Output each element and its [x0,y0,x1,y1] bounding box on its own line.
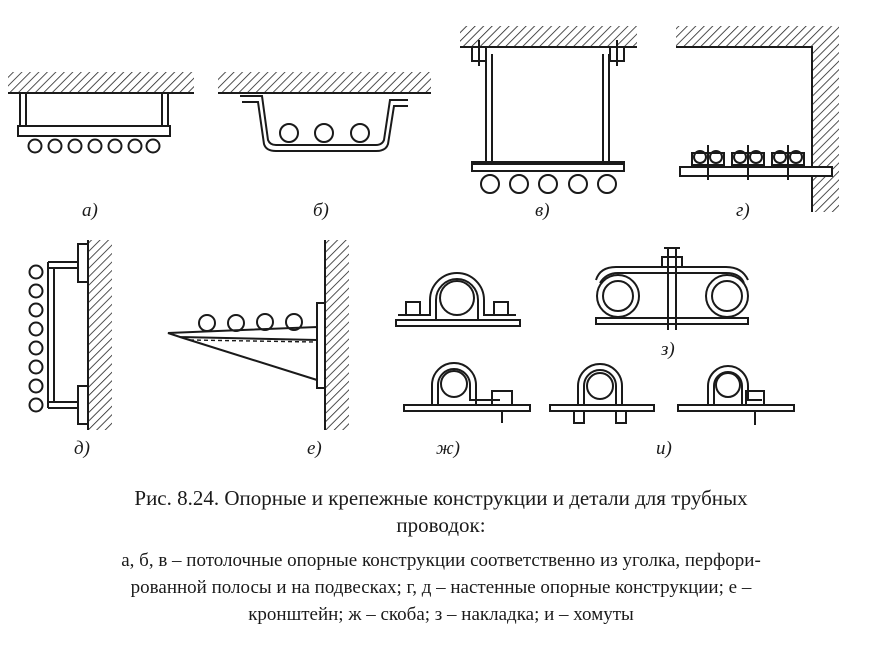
panel-a-pipes [27,138,161,154]
panel-label-i: и) [656,438,672,459]
figure-caption-title: Рис. 8.24. Опорные и крепежные конструкц… [0,485,882,539]
panel-d-pipes [28,264,44,413]
caption-title-line-1: Рис. 8.24. Опорные и крепежные конструкц… [134,486,748,510]
figure-drawing: а) б) в) [8,26,839,459]
legend-line-1: а, б, в – потолочные опорные конструкции… [121,550,761,571]
panel-b-pipes [279,123,370,143]
panel-label-d: д) [74,438,90,459]
panel-label-z: з) [660,339,675,360]
panel-label-g: г) [736,200,750,221]
panel-i-drawing [549,363,795,425]
legend-line-2: рованной полосы и на подвесках; г, д – н… [130,577,752,598]
panel-g-pipes [691,145,805,180]
panel-a-drawing [8,72,194,154]
caption-title-line-2: проводок: [396,513,486,537]
panel-e-drawing [167,240,349,430]
panel-d-drawing [28,240,112,430]
panel-b-drawing [218,72,431,152]
panel-v-pipes [480,174,617,194]
panel-label-a: а) [82,200,98,221]
panel-label-e: е) [307,438,322,459]
figure-caption-legend: а, б, в – потолочные опорные конструкции… [0,547,882,628]
panel-zh-drawing [395,272,531,423]
panel-e-pipes [198,313,303,332]
legend-line-3: кронштейн; ж – скоба; з – накладка; и – … [248,604,634,625]
panel-label-v: в) [535,200,550,221]
panel-g-drawing [676,26,839,212]
panel-label-zh: ж) [436,438,460,459]
panel-v-drawing [460,26,637,194]
panel-label-b: б) [313,200,329,221]
panel-z-drawing [595,247,749,330]
